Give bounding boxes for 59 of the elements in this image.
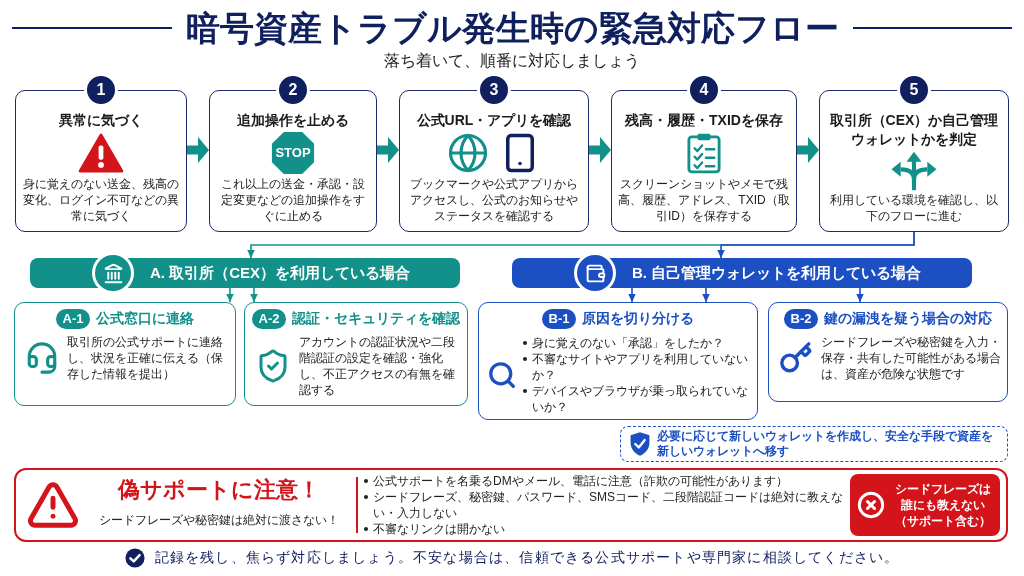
action-card (768, 302, 1008, 402)
warning-item: 公式サポートを名乗るDMやメール、電話に注意（詐欺の可能性があります） (373, 473, 788, 489)
step-description: ブックマークや公式アプリからアクセスし、公式のお知らせやステータスを確認する (409, 176, 579, 224)
connector-arrow (856, 287, 864, 303)
flow-arrow (377, 137, 399, 163)
action-card (244, 302, 468, 406)
action-title: 原因を切り分ける (582, 310, 695, 328)
connector-arrow (250, 287, 258, 303)
action-tag: B-1 (541, 309, 577, 329)
action-tag: A-2 (251, 309, 287, 329)
action-title: 公式窓口に連絡 (96, 310, 195, 328)
banner-title: B. 自己管理ウォレットを利用している場合 (632, 263, 922, 283)
connector-arrow (702, 287, 710, 303)
flow-arrow (187, 137, 209, 163)
step-description: これ以上の送金・承認・設定変更などの追加操作をすぐに止める (220, 176, 366, 224)
action-tag: A-1 (55, 309, 91, 329)
step-number: 3 (477, 73, 511, 107)
action-description: 取引所の公式サポートに連絡し、状況を正確に伝える（保存した情報を提出） (67, 334, 224, 382)
step-title: 残高・履歴・TXIDを保存 (623, 111, 784, 130)
action-description: アカウントの認証状況や二段階認証の設定を確認・強化し、不正アクセスの有無を確認する (299, 334, 456, 398)
step-number: 5 (897, 73, 931, 107)
question-text: 身に覚えのない「承認」をしたか？ (532, 335, 724, 351)
step-title: 追加操作を止める (236, 111, 350, 130)
page-title: 暗号資産トラブル発生時の緊急対応フロー (185, 8, 839, 49)
sign-text: STOP (275, 146, 311, 160)
action-card (14, 302, 236, 406)
action-tag: B-2 (783, 309, 819, 329)
step-description: 身に覚えのない送金、残高の変化、ログイン不可などの異常に気づく (22, 176, 180, 224)
alert-text: シードフレーズは誰にも教えない（サポート含む） (893, 481, 992, 529)
warning-subtitle: シードフレーズや秘密鍵は絶対に渡さない！ (98, 512, 340, 529)
step-description: スクリーンショットやメモで残高、履歴、アドレス、TXID（取引ID）を保存する (617, 176, 791, 224)
step-number: 2 (276, 73, 310, 107)
action-title: 鍵の漏洩を疑う場合の対応 (824, 310, 993, 328)
note-box (620, 426, 1008, 462)
flow-arrow (589, 137, 611, 163)
step-description: 利用している環境を確認し、以下のフローに進む (829, 192, 999, 224)
question-text: 不審なサイトやアプリを利用していないか？ (532, 351, 749, 383)
question-text: デバイスやブラウザが乗っ取られていないか？ (532, 383, 749, 415)
action-card (478, 302, 758, 420)
warning-item: シードフレーズ、秘密鍵、パスワード、SMSコード、二段階認証コードは絶対に教えない・入力しない (373, 489, 844, 521)
step-title: 異常に気づく (58, 111, 144, 130)
warning-panel (14, 468, 1008, 542)
warning-item: 不審なリンクは開かない (373, 521, 505, 537)
step-title: 公式URL・アプリを確認 (415, 111, 573, 130)
connector-arrow (628, 287, 636, 303)
action-title: 認証・セキュリティを確認 (292, 310, 461, 328)
note-text: 必要に応じて新しいウォレットを作成し、安全な手段で資産を新しいウォレットへ移す (657, 429, 994, 459)
connector-arrow (717, 231, 915, 259)
flow-arrow (797, 137, 819, 163)
page-subtitle: 落ち着いて、順番に対応しましょう (384, 51, 640, 71)
banner-title: A. 取引所（CEX）を利用している場合 (150, 263, 410, 283)
step-number: 4 (687, 73, 721, 107)
footer-note: 記録を残し、焦らず対応しましょう。不安な場合は、信頼できる公式サポートや専門家に相談してください。 (154, 549, 900, 567)
alert-box (850, 474, 1000, 536)
warning-title: 偽サポートに注意！ (116, 476, 321, 504)
step-title: 取引所（CEX）か自己管理ウォレットかを判定 (828, 111, 1000, 149)
step-number: 1 (84, 73, 118, 107)
action-description: シードフレーズや秘密鍵を入力・保存・共有した可能性がある場合は、資産が危険な状態です (821, 334, 1001, 382)
connector-arrow (226, 287, 234, 303)
